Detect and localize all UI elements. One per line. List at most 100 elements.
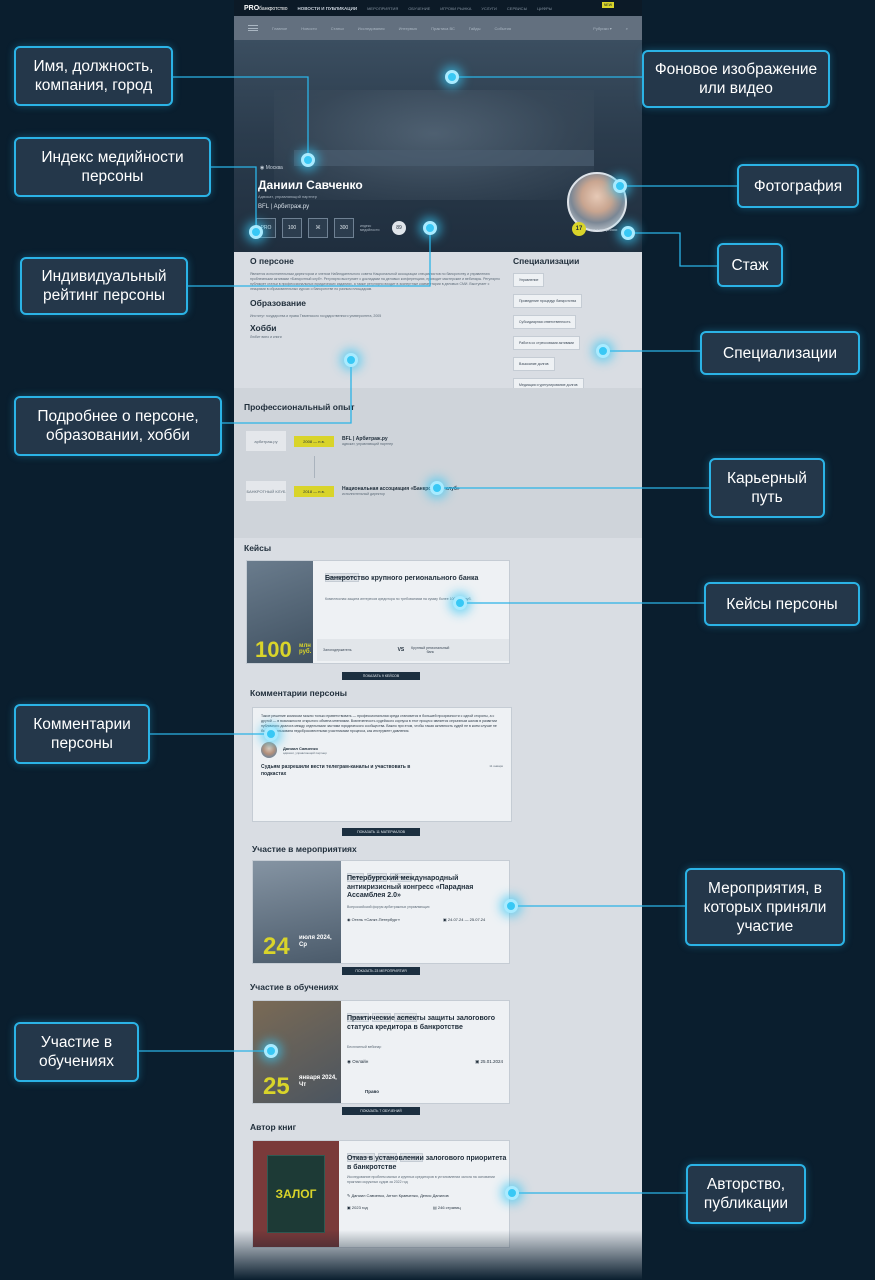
nav-item[interactable]: СЕРВИСЫ xyxy=(506,5,528,11)
show-comments-button[interactable]: ПОКАЗАТЬ 11 МАТЕРИАЛОВ xyxy=(342,828,420,836)
event-place: ◉ Отель «Санкт-Петербург» xyxy=(347,917,400,922)
career-org[interactable]: BFL | Арбитраж.ру xyxy=(342,436,388,442)
show-cases-button[interactable]: ПОКАЗАТЬ 9 КЕЙСОВ xyxy=(342,672,420,680)
subnav-item[interactable]: Интервью xyxy=(398,25,418,31)
callout-events: Мероприятия, в которых приняли участие xyxy=(685,868,845,946)
specialization-tag[interactable]: Проведение процедур банкротства xyxy=(513,294,583,308)
event-title: Петербургский международный антикризисны… xyxy=(347,875,474,899)
rating-badge[interactable]: Ж xyxy=(308,218,328,238)
comment-author-role: адвокат, управляющий партнер xyxy=(283,750,327,755)
marker-dot xyxy=(504,899,518,913)
nav-item[interactable]: МЕРОПРИЯТИЯ xyxy=(367,5,399,11)
callout-trainings: Участие в обучениях xyxy=(14,1022,139,1082)
experience-title: Профессиональный опыт xyxy=(244,402,355,412)
callout-more: Подробнее о персоне, образовании, хобби xyxy=(14,396,222,456)
marker-dot xyxy=(453,596,467,610)
callout-background: Фоновое изображение или видео xyxy=(642,50,830,108)
callout-photo: Фотография xyxy=(737,164,859,208)
nav-item[interactable]: ОБУЧЕНИЕ xyxy=(408,5,431,11)
subnav-item[interactable]: Статьи xyxy=(330,25,344,31)
specialization-tag[interactable]: Управление xyxy=(513,273,545,287)
callout-cases: Кейсы персоны xyxy=(704,582,860,626)
case-party-left: Залогодержатель xyxy=(323,648,352,652)
marker-dot xyxy=(344,353,358,367)
marker-dot xyxy=(423,221,437,235)
subnav-item[interactable]: Новости xyxy=(301,25,317,31)
callout-career: Карьерный путь xyxy=(709,458,825,518)
comment-headline[interactable]: Судьям разрешили вести телеграм-каналы и… xyxy=(261,764,411,777)
about-text: Является исполнительным директором и чле… xyxy=(250,272,500,291)
case-title: Банкротство крупного регионального банка xyxy=(325,575,479,582)
subnav-item[interactable]: Главное xyxy=(272,25,288,31)
book-tag: Бесплатно xyxy=(399,1152,423,1162)
experience-label: лет в профессии xyxy=(590,228,618,232)
nav-item[interactable]: УСЛУГИ xyxy=(481,5,497,11)
marker-dot xyxy=(596,344,610,358)
specialization-tag[interactable]: Работа со стрессовыми активами xyxy=(513,336,580,350)
comment-meta: 11 января xyxy=(489,764,503,768)
rating-badge[interactable]: 300 xyxy=(334,218,354,238)
person-company[interactable]: BFL | Арбитраж.ру xyxy=(258,204,310,210)
career-position: исполнительный директор xyxy=(342,492,385,496)
search-icon[interactable]: ⌕ xyxy=(625,25,628,31)
case-image xyxy=(247,561,313,663)
case-card[interactable]: 100 млн руб. Банковский сектор Банкротст… xyxy=(246,560,510,664)
career-row: арбитраж.ру 2008 — н.в. BFL | Арбитраж.р… xyxy=(246,426,506,456)
rubrics-dropdown[interactable]: Рубрики ▾ xyxy=(593,25,612,31)
subnav-item[interactable]: Исследования xyxy=(357,25,385,31)
experience-section: Профессиональный опыт арбитраж.ру 2008 —… xyxy=(234,388,642,538)
event-subtitle: Всероссийский форум арбитражных управляю… xyxy=(347,905,430,909)
calendar-icon: ▣ xyxy=(347,1205,352,1210)
subnav-item[interactable]: События xyxy=(494,25,512,31)
case-big-number: 100 xyxy=(255,637,292,662)
career-date: 2008 — н.в. xyxy=(294,435,334,447)
show-trainings-button[interactable]: ПОКАЗАТЬ 7 ОБУЧЕНИЙ xyxy=(342,1107,420,1115)
callout-name: Имя, должность, компания, город xyxy=(14,46,173,106)
nav-news[interactable]: НОВОСТИ И ПУБЛИКАЦИИ xyxy=(297,5,358,11)
comment-card[interactable]: Такое решение комиссии можно только прив… xyxy=(252,707,512,822)
book-tag: Онлайн xyxy=(378,1152,397,1162)
books-title: Автор книг xyxy=(250,1122,297,1132)
specialization-tag[interactable]: Субсидиарная ответственность xyxy=(513,315,577,329)
nav-item[interactable]: ИГРОКИ РЫНКА xyxy=(440,5,472,11)
training-tag: Бесплатно xyxy=(393,1012,417,1022)
rating-badge[interactable]: 100 xyxy=(282,218,302,238)
about-section: О персоне Является исполнительным директ… xyxy=(250,256,500,340)
training-subtitle: Бесплатный вебинар xyxy=(347,1045,382,1049)
specialization-tag[interactable]: Взыскание долгов xyxy=(513,357,555,371)
show-events-button[interactable]: ПОКАЗАТЬ 23 МЕРОПРИЯТИЯ xyxy=(342,967,420,975)
education-text: Институт государства и права Тюменского … xyxy=(250,314,382,318)
case-text: Комплексная защита интересов кредитора п… xyxy=(325,597,472,601)
subnav-item[interactable]: Практика ВС xyxy=(431,25,455,31)
location-icon: ◉ xyxy=(260,165,266,171)
subnav-item[interactable]: Гайды xyxy=(468,25,481,31)
event-dates: ▣ 24.07.24 — 25.07.24 xyxy=(443,917,486,922)
book-year: ▣ 2023 год xyxy=(347,1205,368,1210)
event-month: июля 2024, Ср xyxy=(299,935,332,948)
media-index-label: индекс медийности xyxy=(360,224,380,232)
site-logo[interactable]: PROбанкротство xyxy=(244,4,288,12)
hero-table xyxy=(294,150,594,166)
new-badge: NEW xyxy=(601,2,614,8)
callout-comments: Комментарии персоны xyxy=(14,704,150,764)
book-cover: ЗАЛОГ xyxy=(267,1155,325,1233)
event-image xyxy=(253,861,341,963)
marker-dot xyxy=(430,481,444,495)
training-day: 25 xyxy=(263,1073,290,1100)
person-name: Даниил Савченко xyxy=(258,178,363,192)
book-authors: ✎ Даниил Савченко, Антон Кравченко, Дени… xyxy=(347,1193,449,1198)
nav-item[interactable]: ЦИФРЫ xyxy=(537,5,553,11)
hobby-title: Хобби xyxy=(250,323,277,333)
book-tag: Исследование xyxy=(347,1152,376,1162)
career-position: адвокат, управляющий партнер xyxy=(342,442,394,446)
cases-title: Кейсы xyxy=(244,543,272,553)
event-day: 24 xyxy=(263,933,290,960)
comment-author: Даниил Савченко xyxy=(283,745,318,751)
career-org[interactable]: Национальная ассоциация «Банкротный клуб… xyxy=(342,486,460,492)
callout-specs: Специализации xyxy=(700,331,860,375)
marker-dot xyxy=(613,179,627,193)
menu-icon[interactable] xyxy=(248,25,258,31)
education-title: Образование xyxy=(250,298,307,308)
